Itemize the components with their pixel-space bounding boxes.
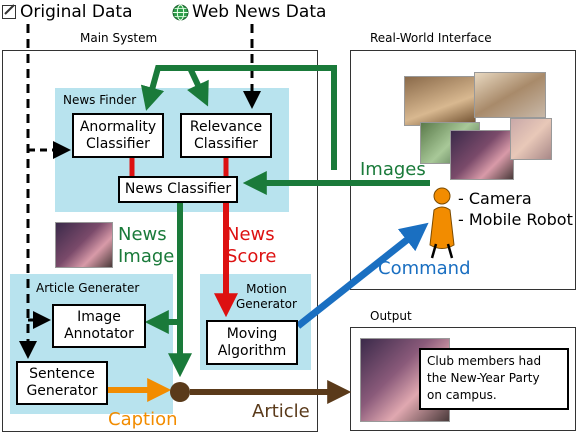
news-finder-title: News Finder xyxy=(63,93,137,107)
collage-photo-2 xyxy=(474,72,546,118)
output-caption-line2: the New-Year Party xyxy=(427,371,540,385)
motion-generator-title: Motion Generator xyxy=(236,282,297,312)
news-image-label: News Image xyxy=(118,224,174,268)
output-caption-line1: Club members had xyxy=(427,354,542,368)
collage-photo-4 xyxy=(450,130,514,180)
device-mobile-robot: - Mobile Robot xyxy=(458,210,573,229)
news-photo-thumbnail xyxy=(55,222,113,268)
anormality-line1: Anormality xyxy=(79,118,157,135)
article-generater-title: Article Generater xyxy=(36,281,140,295)
main-system-title: Main System xyxy=(80,31,158,45)
news-image-line2: Image xyxy=(118,246,175,267)
news-score-line2: Score xyxy=(226,246,277,267)
image-annotator-line1: Image xyxy=(77,309,121,325)
image-annotator-line2: Annotator xyxy=(64,326,134,342)
web-news-data-label: Web News Data xyxy=(192,2,327,22)
output-caption-line3: on campus. xyxy=(427,388,497,402)
news-classifier-label: News Classifier xyxy=(124,181,232,197)
news-image-line1: News xyxy=(118,224,167,245)
relevance-line2: Classifier xyxy=(194,135,258,152)
motion-generator-title-line1: Motion xyxy=(246,282,287,296)
output-title: Output xyxy=(370,309,412,323)
sentence-generator-line1: Sentence xyxy=(29,366,95,382)
device-camera: - Camera xyxy=(458,189,532,208)
output-caption-box: Club members had the New-Year Party on c… xyxy=(419,348,569,410)
command-label: Command xyxy=(378,258,471,279)
moving-algorithm-line2: Algorithm xyxy=(217,342,287,359)
news-score-label: News Score xyxy=(226,224,276,268)
anormality-line2: Classifier xyxy=(86,135,150,152)
sentence-generator-line2: Generator xyxy=(26,383,98,399)
moving-algorithm-line1: Moving xyxy=(226,325,278,342)
news-score-line1: News xyxy=(226,224,275,245)
images-label: Images xyxy=(360,159,426,180)
relevance-line1: Relevance xyxy=(189,118,263,135)
original-data-label: Original Data xyxy=(20,2,133,22)
edit-icon xyxy=(2,4,16,19)
collage-photo-1 xyxy=(404,76,476,126)
device-list: - Camera - Mobile Robot xyxy=(458,188,573,230)
motion-generator-title-line2: Generator xyxy=(236,297,297,311)
real-world-title: Real-World Interface xyxy=(370,31,492,45)
globe-icon xyxy=(172,4,189,21)
news-classifier-box: News Classifier xyxy=(118,176,238,203)
caption-label: Caption xyxy=(108,409,178,430)
collage-photo-5 xyxy=(510,118,552,160)
article-label: Article xyxy=(252,401,310,422)
web-news-data-input: Web News Data xyxy=(172,2,326,22)
original-data-input: Original Data xyxy=(2,2,133,22)
